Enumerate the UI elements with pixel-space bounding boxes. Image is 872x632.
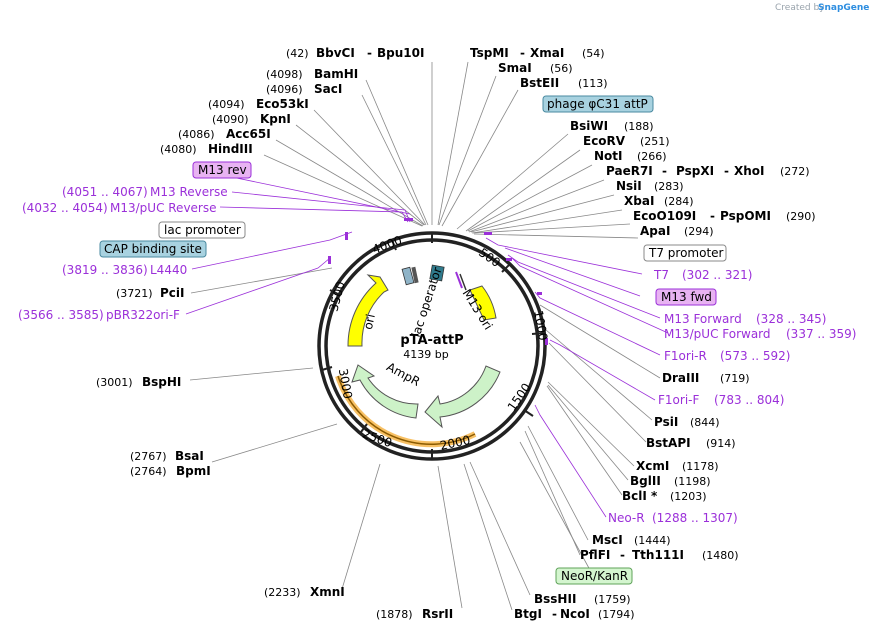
plasmid-size: 4139 bp xyxy=(403,348,448,361)
box-neor-kanr: NeoR/KanR xyxy=(555,567,633,585)
attp-feature xyxy=(429,264,445,282)
svg-text:NotI(266): NotI(266) xyxy=(594,149,667,163)
svg-text:(3721)PciI: (3721)PciI xyxy=(116,286,185,300)
svg-text:M13 rev: M13 rev xyxy=(198,163,247,177)
svg-text:XcmI(1178): XcmI(1178) xyxy=(636,459,719,473)
svg-text:(4086)Acc65I: (4086)Acc65I xyxy=(178,127,271,141)
t7-promoter-mark xyxy=(459,273,467,291)
svg-text:(2764)BpmI: (2764)BpmI xyxy=(130,464,211,478)
svg-text:NeoR/KanR: NeoR/KanR xyxy=(561,569,628,583)
svg-text:CAP binding site: CAP binding site xyxy=(104,242,202,256)
m13-ori-arrow xyxy=(469,285,497,321)
box-phage-attp: phage φC31 attP xyxy=(542,95,654,113)
box-cap-binding-site: CAP binding site xyxy=(99,240,207,258)
credit-prefix: Created by xyxy=(775,3,825,13)
ampr-arrow-a xyxy=(424,365,501,429)
tick-4000: 4000 xyxy=(370,233,403,257)
svg-text:(2233)XmnI: (2233)XmnI xyxy=(264,585,345,599)
right-site-connectors xyxy=(437,61,661,611)
svg-text:(4032 .. 4054)M13/pUC Reverse: (4032 .. 4054)M13/pUC Reverse xyxy=(22,201,217,215)
svg-text:BglII(1198): BglII(1198) xyxy=(630,474,711,488)
box-lac-promoter: lac promoter xyxy=(158,221,246,239)
svg-text:DraIII(719): DraIII(719) xyxy=(662,371,750,385)
svg-text:BstEII(113): BstEII(113) xyxy=(520,76,608,90)
svg-text:(42)BbvCI-Bpu10I: (42)BbvCI-Bpu10I xyxy=(286,46,424,60)
ori-arrow xyxy=(347,274,389,347)
box-m13fwd: M13 fwd xyxy=(655,288,717,306)
svg-text:PaeR7I-PspXI-XhoI(272): PaeR7I-PspXI-XhoI(272) xyxy=(606,164,810,178)
svg-text:(1878)RsrII: (1878)RsrII xyxy=(376,607,453,621)
tick-1000: 1000 xyxy=(531,309,550,342)
box-t7-promoter: T7 promoter xyxy=(643,244,727,262)
svg-text:phage φC31 attP: phage φC31 attP xyxy=(547,97,648,111)
site-pos: (42) xyxy=(286,47,309,60)
ampr-label: AmpR xyxy=(384,360,422,389)
svg-text:(3566 .. 3585)pBR322ori-F: (3566 .. 3585)pBR322ori-F xyxy=(18,308,180,322)
svg-text:M13 Forward(328 .. 345): M13 Forward(328 .. 345) xyxy=(664,312,826,326)
svg-text:(3819 .. 3836)L4440: (3819 .. 3836)L4440 xyxy=(62,263,187,277)
tick-500: 500 xyxy=(476,245,503,270)
plasmid-name: pTA-attP xyxy=(400,333,463,348)
svg-text:ApaI(294): ApaI(294) xyxy=(640,224,714,238)
cap-feature xyxy=(411,266,419,284)
svg-text:F1ori-F(783 .. 804): F1ori-F(783 .. 804) xyxy=(658,393,784,407)
svg-text:MscI(1444): MscI(1444) xyxy=(592,533,671,547)
left-site-labels: (42)BbvCI-Bpu10I (4098)BamHI (4096)SacI … xyxy=(96,46,453,621)
credit-brand: SnapGene xyxy=(818,3,869,13)
svg-text:BsiWI(188): BsiWI(188) xyxy=(570,119,654,133)
svg-text:(4051 .. 4067)M13 Reverse: (4051 .. 4067)M13 Reverse xyxy=(62,185,228,199)
box-m13rev: M13 rev xyxy=(192,161,252,179)
svg-text:(4094)Eco53kI: (4094)Eco53kI xyxy=(208,97,309,111)
svg-text:(4080)HindIII: (4080)HindIII xyxy=(160,142,253,156)
primer-labels: (4051 .. 4067)M13 Reverse (4032 .. 4054)… xyxy=(18,185,856,525)
svg-text:(4090)KpnI: (4090)KpnI xyxy=(212,112,291,126)
svg-text:TspMI-XmaI(54): TspMI-XmaI(54) xyxy=(470,46,605,60)
svg-text:lac promoter: lac promoter xyxy=(164,223,241,237)
svg-text:EcoRV(251): EcoRV(251) xyxy=(583,134,670,148)
svg-text:BstAPI(914): BstAPI(914) xyxy=(646,436,736,450)
svg-text:M13/pUC Forward(337 .. 359): M13/pUC Forward(337 .. 359) xyxy=(664,327,856,341)
svg-text:XbaI(284): XbaI(284) xyxy=(624,194,694,208)
t7-mark xyxy=(455,271,463,289)
svg-text:(4098)BamHI: (4098)BamHI xyxy=(266,67,358,81)
svg-text:T7(302 .. 321): T7(302 .. 321) xyxy=(653,268,752,282)
svg-text:(3001)BspHI: (3001)BspHI xyxy=(96,375,181,389)
svg-text:BssHII(1759): BssHII(1759) xyxy=(534,592,631,606)
tick-2000: 2000 xyxy=(439,433,472,453)
ori-label: ori xyxy=(361,313,378,331)
svg-text:T7 promoter: T7 promoter xyxy=(648,246,724,260)
svg-text:NsiI(283): NsiI(283) xyxy=(616,179,684,193)
svg-text:SmaI(56): SmaI(56) xyxy=(498,61,573,75)
svg-text:EcoO109I-PspOMI(290): EcoO109I-PspOMI(290) xyxy=(633,209,816,223)
right-site-labels: TspMI-XmaI(54) SmaI(56) BstEII(113) BsiW… xyxy=(470,46,816,621)
lac-operator-feature xyxy=(401,266,415,286)
scale-ticks xyxy=(321,232,544,459)
svg-text:BclI *(1203): BclI *(1203) xyxy=(622,489,707,503)
svg-text:F1ori-R(573 .. 592): F1ori-R(573 .. 592) xyxy=(664,349,790,363)
ampr-arrow-b xyxy=(351,364,419,419)
svg-text:Neo-R(1288 .. 1307): Neo-R(1288 .. 1307) xyxy=(608,511,738,525)
svg-text:BtgI-NcoI(1794): BtgI-NcoI(1794) xyxy=(514,607,635,621)
tick-3500: 3500 xyxy=(326,280,347,313)
svg-text:(2767)BsaI: (2767)BsaI xyxy=(130,449,204,463)
primer-marks xyxy=(328,218,548,345)
svg-text:PsiI(844): PsiI(844) xyxy=(654,415,720,429)
site-name: BbvCI xyxy=(316,46,355,60)
tick-3000: 3000 xyxy=(336,367,355,400)
ampr-promoter-arc-line xyxy=(337,375,476,445)
svg-text:(4096)SacI: (4096)SacI xyxy=(266,82,342,96)
svg-text:M13 fwd: M13 fwd xyxy=(661,290,712,304)
svg-text:PflFI-Tth111I(1480): PflFI-Tth111I(1480) xyxy=(580,548,739,562)
